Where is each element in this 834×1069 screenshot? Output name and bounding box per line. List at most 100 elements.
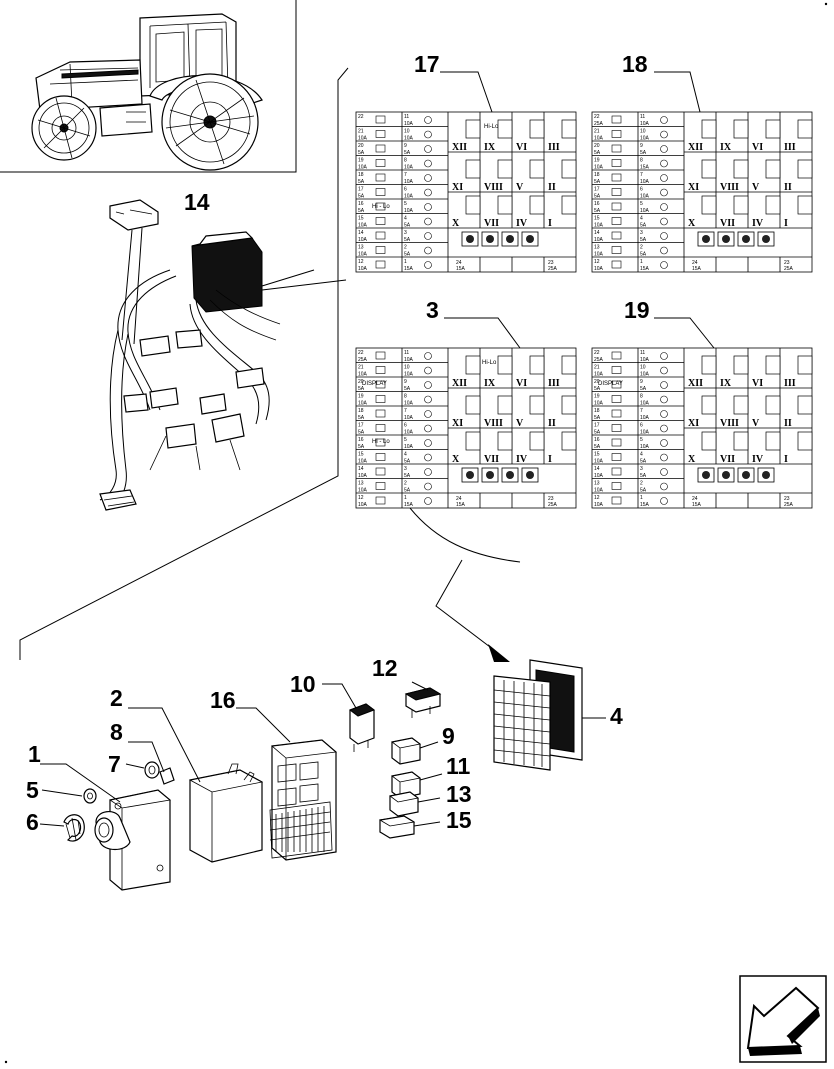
callout-2: 2: [110, 685, 123, 711]
panel-17-fuse-number: 20: [358, 143, 364, 149]
callout-numbers: 17 18 3 19 14 1 2 4 5 6 7 8 9 10 11 12 1…: [26, 51, 650, 835]
panel-18-relay-slot-III: III: [784, 142, 796, 153]
panel-18-fuse-number: 19: [594, 158, 600, 164]
panel-18-relay-glyph: [797, 195, 813, 215]
panel-18-fuse-symbol: [611, 130, 622, 138]
callout-8: 8: [110, 719, 123, 745]
panel-17-relay-slot-III: III: [548, 142, 560, 153]
panel-17-relay-slot-X: X: [452, 218, 460, 229]
callout-14: 14: [184, 189, 210, 215]
panel-19-fuse-number: 1: [640, 495, 643, 501]
panel-18-fuse-number: 7: [640, 172, 643, 178]
panel-3-fuse-number: 12: [358, 495, 364, 501]
panel-3-fuse-rating: 5A: [404, 488, 411, 494]
panel-3-fuse-rating: 10A: [358, 459, 368, 465]
panel-17-fuse-number: 21: [358, 129, 364, 135]
hi-lo-label-p3-fuse: Hi - Lo: [372, 439, 390, 445]
panel-3-fuse-rating: 10A: [404, 357, 414, 363]
panel-18-bottom-fuse-number: 23: [784, 260, 790, 266]
panel-17-fuse-number: 15: [358, 216, 364, 222]
panel-17-fuse-number: 10: [404, 129, 410, 135]
panel-3-relay-slot-V: V: [516, 418, 524, 429]
panel-17-relay-slot-VI: VI: [516, 142, 527, 153]
panel-17-fuse-symbol: [375, 130, 386, 138]
panel-18-fuse-symbol: [611, 144, 622, 153]
panel-3-fuse-symbol: [375, 395, 386, 403]
panel-18-fuse-rating: 10A: [594, 165, 604, 171]
panel-19-relay-glyph: [733, 431, 749, 451]
panel-18-fuse-symbol: [660, 188, 668, 197]
panel-19-fuse-rating: 5A: [594, 386, 601, 392]
panel-19-relay-glyph: [797, 431, 813, 451]
panel-17-fuse-rating: 5A: [404, 237, 411, 243]
panel-19-relay-glyph: [701, 431, 717, 451]
panel-18-relay-slot-II: II: [784, 182, 792, 193]
panel-3-fuse-rating: 5A: [358, 386, 365, 392]
panel-18-fuse-rating: 5A: [594, 194, 601, 200]
panel-17-fuse-rating: 10A: [358, 237, 368, 243]
panel-3-fuse-symbol: [424, 482, 432, 491]
panel-17-fuse-number: 13: [358, 245, 364, 251]
panel-19-fuse-number: 12: [594, 495, 600, 501]
panel-19-fuse-number: 17: [594, 423, 600, 429]
callout-4: 4: [610, 703, 623, 729]
panel-19-relay-slot-XI: XI: [688, 418, 699, 429]
callout-12: 12: [372, 655, 398, 681]
panel-18-fuse-number: 2: [640, 245, 643, 251]
panel-18-relay-glyph: [765, 119, 781, 139]
panel-3-mini-relay-icon: [486, 471, 494, 479]
panel-18-fuse-symbol: [660, 261, 668, 269]
part-7-grommet: [125, 761, 160, 779]
panel-18-relay-slot-IX: IX: [720, 142, 732, 153]
panel-18-fuse-number: 6: [640, 187, 643, 193]
panel-17-relay-glyph: [497, 119, 513, 139]
panel-19-fuse-rating: 10A: [594, 488, 604, 494]
panel-17-relay-glyph: [465, 159, 481, 179]
panel-19-fuse-rating: 10A: [640, 415, 650, 421]
panel-3-fuse-rating: 10A: [358, 473, 368, 479]
panel-18-fuse-symbol: [611, 260, 622, 269]
panel-18-fuse-symbol: [660, 203, 668, 211]
panel-19-fuse-number: 22: [594, 350, 600, 356]
panel-19-fuse-symbol: [611, 351, 622, 360]
part-9-relay: [391, 737, 439, 765]
panel-18-fuse-symbol: [611, 217, 622, 225]
panel-18-bottom-fuse-rating: 15A: [692, 266, 702, 272]
part-11-relay: [391, 771, 443, 799]
panel-17-relay-slot-V: V: [516, 182, 524, 193]
panel-18-fuse-symbol: [611, 188, 622, 196]
panel-3-fuse-number: 13: [358, 481, 364, 487]
panel-17-fuse-number: 6: [404, 187, 407, 193]
panel-19-relay-glyph: [765, 431, 781, 451]
panel-3-relay-glyph: [497, 395, 513, 415]
panel-3-relay-glyph: [529, 431, 545, 451]
panel-18-fuse-rating: 5A: [594, 179, 601, 185]
panel-18-fuse-number: 13: [594, 245, 600, 251]
panel-18-bottom-fuse-rating: 25A: [784, 266, 794, 272]
panel-3-fuse-symbol: [424, 497, 432, 505]
panel-18-fuse-symbol: [660, 145, 668, 153]
panel-19-bottom-fuse-number: 23: [784, 496, 790, 502]
panel-17-fuse-rating: 15A: [404, 266, 414, 272]
panel-17-fuse-symbol: [424, 232, 432, 240]
panel-17-mini-relay-icon: [526, 235, 534, 243]
panel-18-fuse-rating: 5A: [594, 150, 601, 156]
panel-17-fuse-symbol: [375, 246, 386, 254]
panel-18-fuse-symbol: [611, 159, 622, 167]
panel-3-mini-relay-icon: [526, 471, 534, 479]
panel-18-fuse-rating: 10A: [640, 121, 650, 127]
panel-17-fuse-symbol: [424, 116, 432, 124]
panel-18-fuse-symbol: [660, 174, 668, 182]
panel-17-bottom-fuse-rating: 25A: [548, 266, 558, 272]
panel-3-relay-slot-III: III: [548, 378, 560, 389]
part-13-relay: [389, 791, 441, 817]
panel-18-relay-slot-VI: VI: [752, 142, 763, 153]
callout-19: 19: [624, 297, 650, 323]
panel-3-fuse-number: 1: [404, 495, 407, 501]
panel-3-relay-glyph: [497, 355, 513, 375]
next-page-arrow-icon[interactable]: [739, 975, 827, 1063]
panel-19-fuse-number: 4: [640, 452, 643, 458]
panel-18-relay-slot-XI: XI: [688, 182, 699, 193]
panel-19-fuse-symbol: [611, 453, 622, 461]
panel-3-fuse-symbol: [424, 366, 432, 375]
